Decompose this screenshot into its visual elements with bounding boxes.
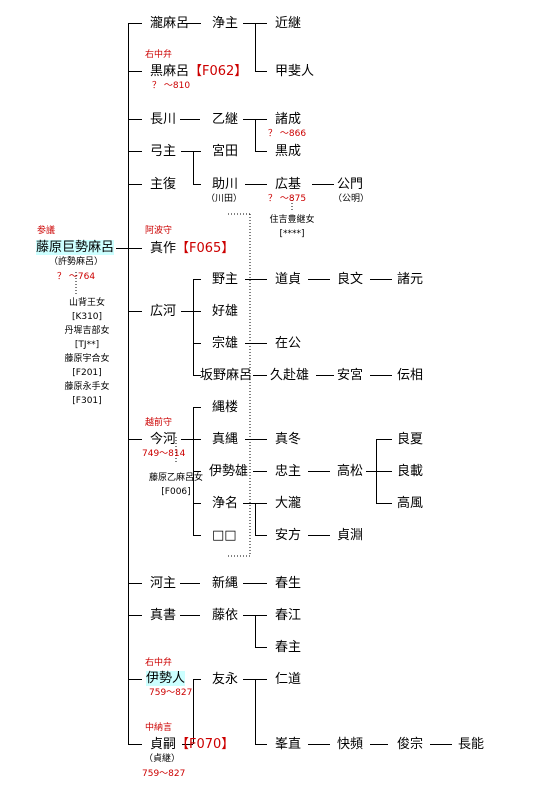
person: 宗雄 [212,336,239,351]
person: 公門 [337,177,364,192]
person: 久赴雄 [270,368,310,383]
person-dates: 759～827 [142,769,186,779]
person: 伝相 [397,368,424,383]
person: 縄楼 [212,400,239,415]
person-title: 右中弁 [145,658,173,668]
person: 貞淵 [337,528,364,543]
person: 良載 [397,464,424,479]
person: 藤依 [212,608,239,623]
person: 安方 [275,528,302,543]
person: □□ [212,528,237,543]
person: 宮田 [212,144,239,159]
hiromoto-wife: 住吉豊継女 [269,215,315,225]
person: 仁道 [275,672,302,687]
person: 良文 [337,272,364,287]
person: 真書 [150,608,177,623]
person-code: 【F065】 [176,241,235,256]
person: 甲斐人 [275,64,315,79]
person: 諸成 [275,112,302,127]
root-wife-code: [K310] [71,312,103,322]
person: 助川 [212,177,239,192]
person-dates: 749～814 [142,449,186,459]
person: 峯直 [275,737,302,752]
person: 諸元 [397,272,424,287]
person: 真縄 [212,432,239,447]
person: 貞嗣【F070】 [150,737,235,752]
person: 春江 [275,608,302,623]
person: 高松 [337,464,364,479]
person: 瀧麻呂 [150,16,190,31]
root-dates: ？ ～764 [57,272,96,282]
person: 広基 [275,177,302,192]
person-alias: （川田） [206,194,243,204]
person: 長川 [150,112,177,127]
person: 真冬 [275,432,302,447]
person: 伊勢雄 [209,464,249,479]
person-title: 右中弁 [145,50,173,60]
person-dates: 759～827 [149,688,193,698]
person-title: 越前守 [145,418,173,428]
root-wife-code: [F301] [72,396,102,406]
person: 良夏 [397,432,424,447]
person: 真作【F065】 [150,241,235,256]
person: 在公 [275,336,302,351]
root-wife: 藤原宇合女 [64,354,110,364]
root-wife-code: [TJ**] [74,340,100,350]
person: 快頻 [337,737,364,752]
root-wife: 山背王女 [68,298,105,308]
person-code: 【F070】 [176,737,235,752]
person-dates: ？ ～875 [268,194,307,204]
person-alias: （公明） [333,194,370,204]
root-wife-code: [F201] [72,368,102,378]
person: 浄主 [212,16,239,31]
person-code: 【F062】 [189,64,248,79]
root-connector [116,248,128,249]
person: 河主 [150,576,177,591]
person: 黒成 [275,144,302,159]
person: 高風 [397,496,424,511]
person: 弓主 [150,144,177,159]
person: 大瀧 [275,496,302,511]
person: 新縄 [212,576,239,591]
person: 坂野麻呂 [200,368,253,383]
person: 忠主 [275,464,302,479]
person: 春生 [275,576,302,591]
person: 浄名 [212,496,239,511]
person: 今河 [150,432,177,447]
person: 伊勢人 [146,671,186,686]
imakawa-wife: 藤原乙麻呂女 [148,473,203,483]
imakawa-wife-code: [F006] [161,487,191,497]
person: 黒麻呂【F062】 [150,64,248,79]
hiromoto-wife-code: [****] [279,229,305,239]
person: 春主 [275,640,302,655]
person-alias: （貞継） [144,754,181,764]
person-title: 中納言 [145,723,173,733]
person-dates: ？ ～866 [268,129,307,139]
person: 長能 [458,737,485,752]
person: 広河 [150,304,177,319]
person: 乙継 [212,112,239,127]
person-title: 阿波守 [145,226,173,236]
person: 安宮 [337,368,364,383]
root-children-trunk [128,23,129,744]
person: 道貞 [275,272,302,287]
person: 俊宗 [397,737,424,752]
person: 友永 [212,672,239,687]
person: 主復 [150,177,177,192]
root-title: 参議 [37,226,56,236]
person-dates: ？ ～810 [152,81,191,91]
person: 近継 [275,16,302,31]
root-wife: 藤原永手女 [64,382,110,392]
root-wife: 丹墀吉部女 [64,326,110,336]
person: 好雄 [212,304,239,319]
root-person: 藤原巨勢麻呂 [36,240,115,255]
root-alias: （許勢麻呂） [49,257,104,267]
person: 野主 [212,272,239,287]
